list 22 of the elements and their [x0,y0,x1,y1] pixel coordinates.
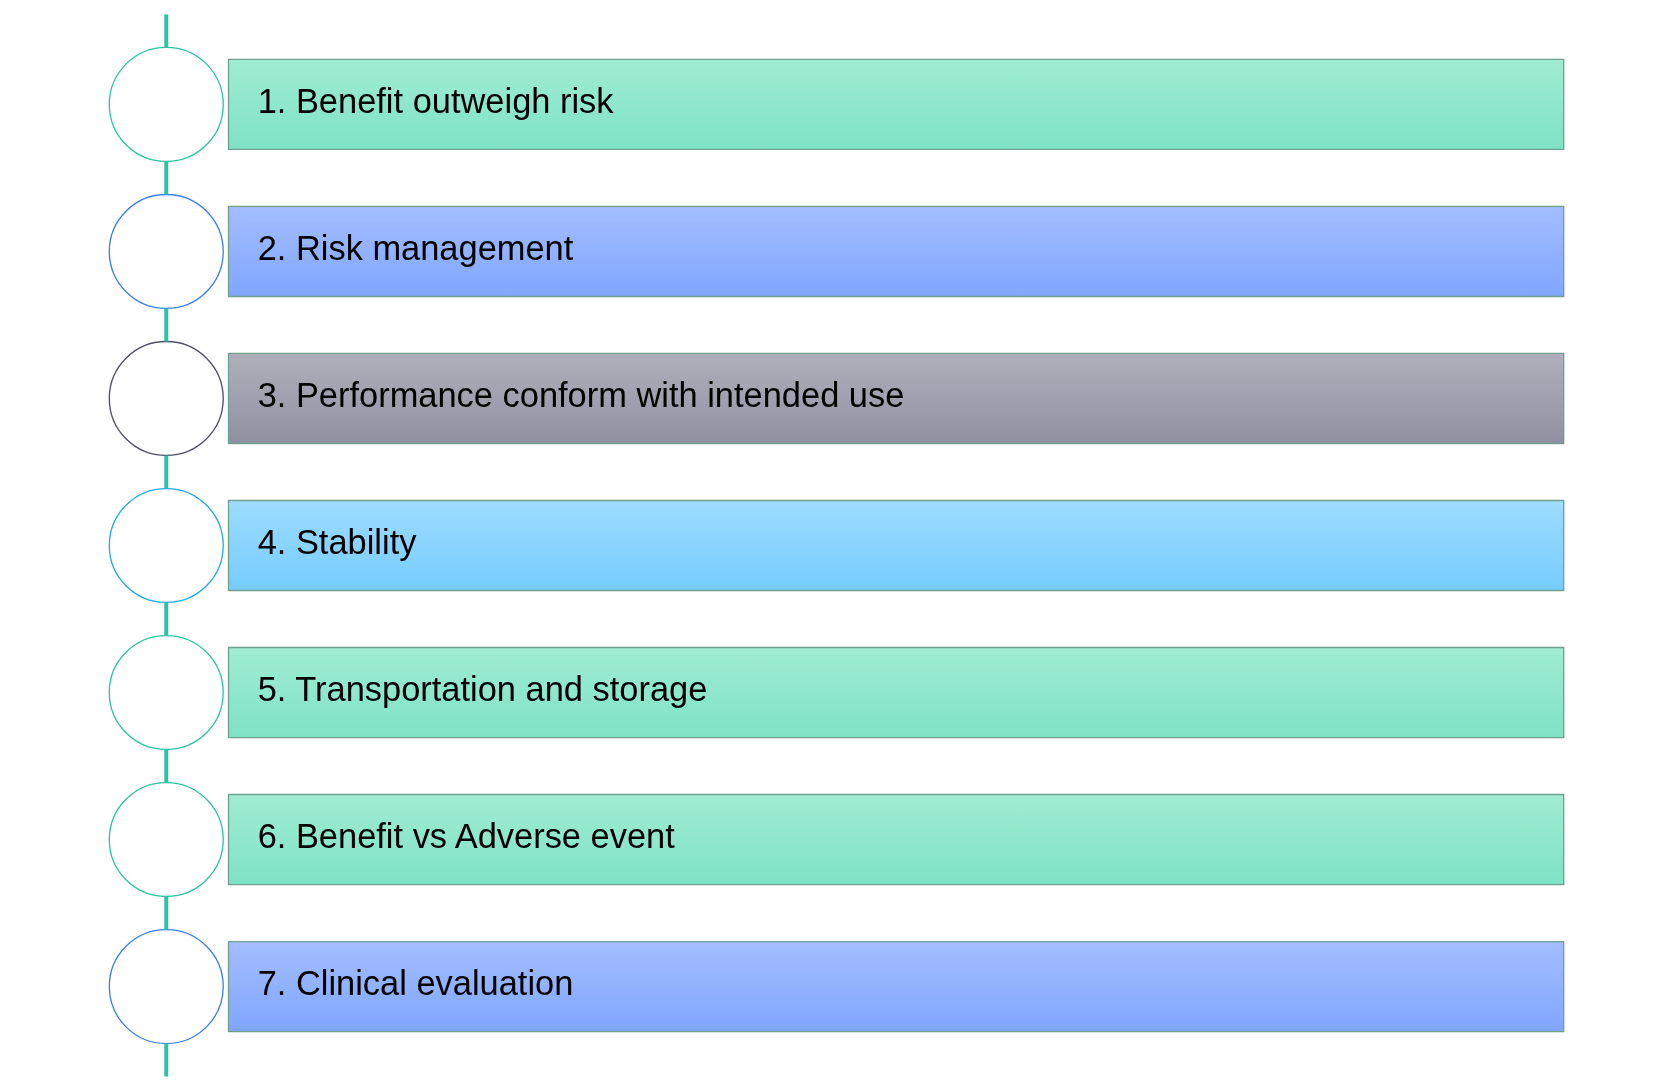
connector [163,161,168,195]
node-circle [108,487,224,604]
node-circle [108,781,224,898]
node-box: 2. Risk management [227,205,1564,298]
node-box: 6. Benefit vs Adverse event [227,793,1564,886]
connector [163,1043,168,1077]
node-circle [108,634,224,751]
node-box: 7. Clinical evaluation [227,940,1564,1033]
connector [163,14,168,48]
node-box: 1. Benefit outweigh risk [227,58,1564,151]
node-circle [108,46,224,163]
connector [163,308,168,342]
connector [163,602,168,636]
node-circle [108,193,224,310]
node-box: 3. Performance conform with intended use [227,352,1564,445]
node-circle [108,928,224,1045]
connector [163,896,168,930]
connector [163,749,168,783]
node-box: 5. Transportation and storage [227,646,1564,739]
node-circle [108,340,224,457]
node-box: 4. Stability [227,499,1564,592]
connector [163,455,168,489]
